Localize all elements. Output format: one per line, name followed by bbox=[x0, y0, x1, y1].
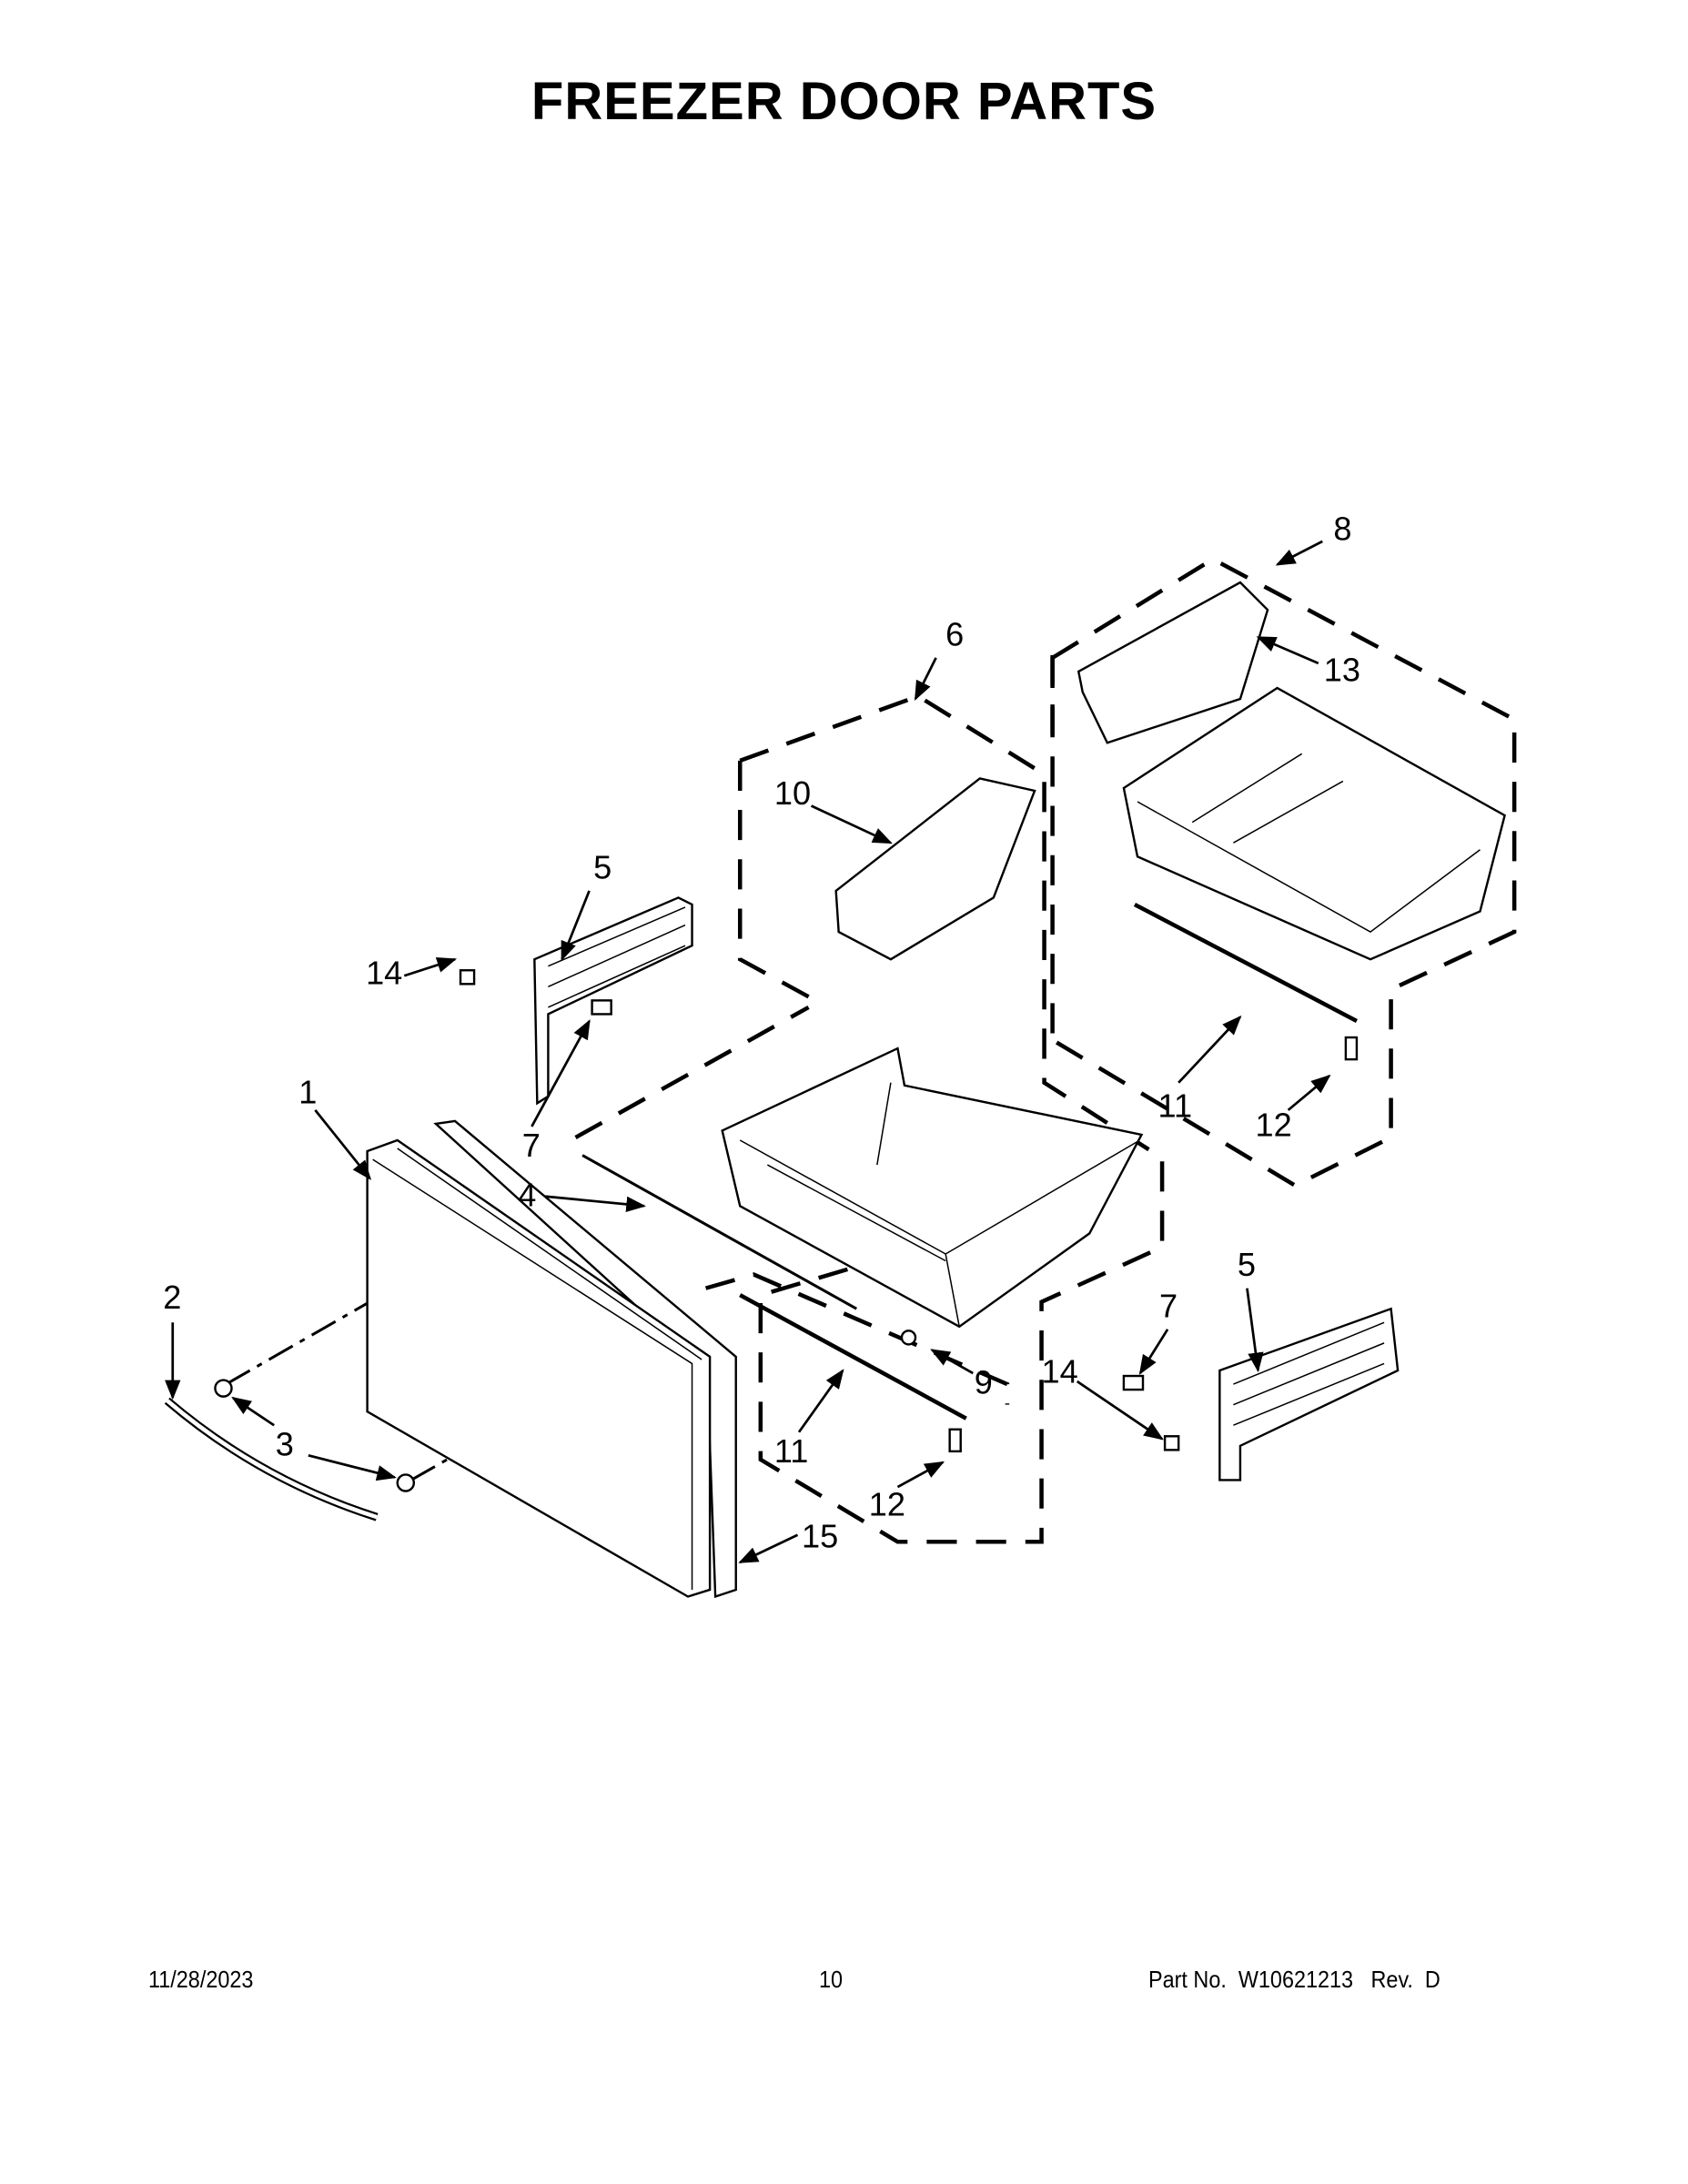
upper-basket bbox=[1122, 686, 1506, 961]
assembly-outline-6 bbox=[574, 693, 1165, 1544]
footer-date: 11/28/2023 bbox=[148, 1966, 254, 1993]
screw-12 bbox=[948, 1428, 962, 1453]
callout-14-right: 14 bbox=[1042, 1353, 1078, 1390]
callout-1: 1 bbox=[298, 1073, 317, 1110]
callout-15: 15 bbox=[802, 1517, 838, 1554]
rail-11-lower bbox=[739, 1293, 967, 1421]
callout-4: 4 bbox=[518, 1176, 536, 1213]
assembly-outline-11 bbox=[704, 1272, 1010, 1405]
door-handle bbox=[164, 1397, 379, 1522]
handle-screw bbox=[396, 1473, 416, 1492]
callout-11-upper: 11 bbox=[1158, 1087, 1193, 1124]
screw-7 bbox=[591, 999, 612, 1016]
callout-3: 3 bbox=[276, 1425, 294, 1462]
callout-5-right: 5 bbox=[1238, 1246, 1256, 1283]
callout-2: 2 bbox=[163, 1279, 181, 1316]
footer-part-number: Part No. W10621213 Rev. D bbox=[1148, 1966, 1440, 1993]
footer-page-number: 10 bbox=[819, 1966, 844, 1993]
callout-5-left: 5 bbox=[593, 848, 612, 885]
freezer-door bbox=[366, 1138, 712, 1598]
callout-10: 10 bbox=[774, 774, 811, 812]
rail-4 bbox=[581, 1154, 857, 1310]
slide-rail-left bbox=[533, 896, 693, 1106]
callout-8: 8 bbox=[1333, 510, 1351, 547]
callout-14-left: 14 bbox=[366, 954, 402, 991]
callout-6: 6 bbox=[945, 615, 964, 652]
page-title: FREEZER DOOR PARTS bbox=[531, 72, 1157, 131]
clip-14 bbox=[459, 969, 476, 986]
handle-screw bbox=[214, 1379, 233, 1398]
screw-12 bbox=[1344, 1036, 1359, 1061]
assembly-outline-8 bbox=[1050, 556, 1517, 1188]
callout-7-right: 7 bbox=[1159, 1287, 1178, 1324]
lower-basket bbox=[721, 1046, 1144, 1329]
callout-12-lower: 12 bbox=[869, 1486, 905, 1523]
clip-14 bbox=[1163, 1435, 1180, 1451]
small-bin bbox=[834, 777, 1036, 961]
screw-7 bbox=[1122, 1374, 1145, 1391]
rail-11-upper bbox=[1133, 902, 1358, 1023]
callout-9: 9 bbox=[975, 1364, 993, 1401]
callout-13: 13 bbox=[1324, 651, 1360, 688]
callout-7-left: 7 bbox=[522, 1127, 541, 1164]
callout-11-lower: 11 bbox=[774, 1432, 809, 1470]
stop-9 bbox=[900, 1330, 917, 1346]
callout-12-upper: 12 bbox=[1255, 1106, 1291, 1143]
top-bin bbox=[1076, 581, 1269, 744]
